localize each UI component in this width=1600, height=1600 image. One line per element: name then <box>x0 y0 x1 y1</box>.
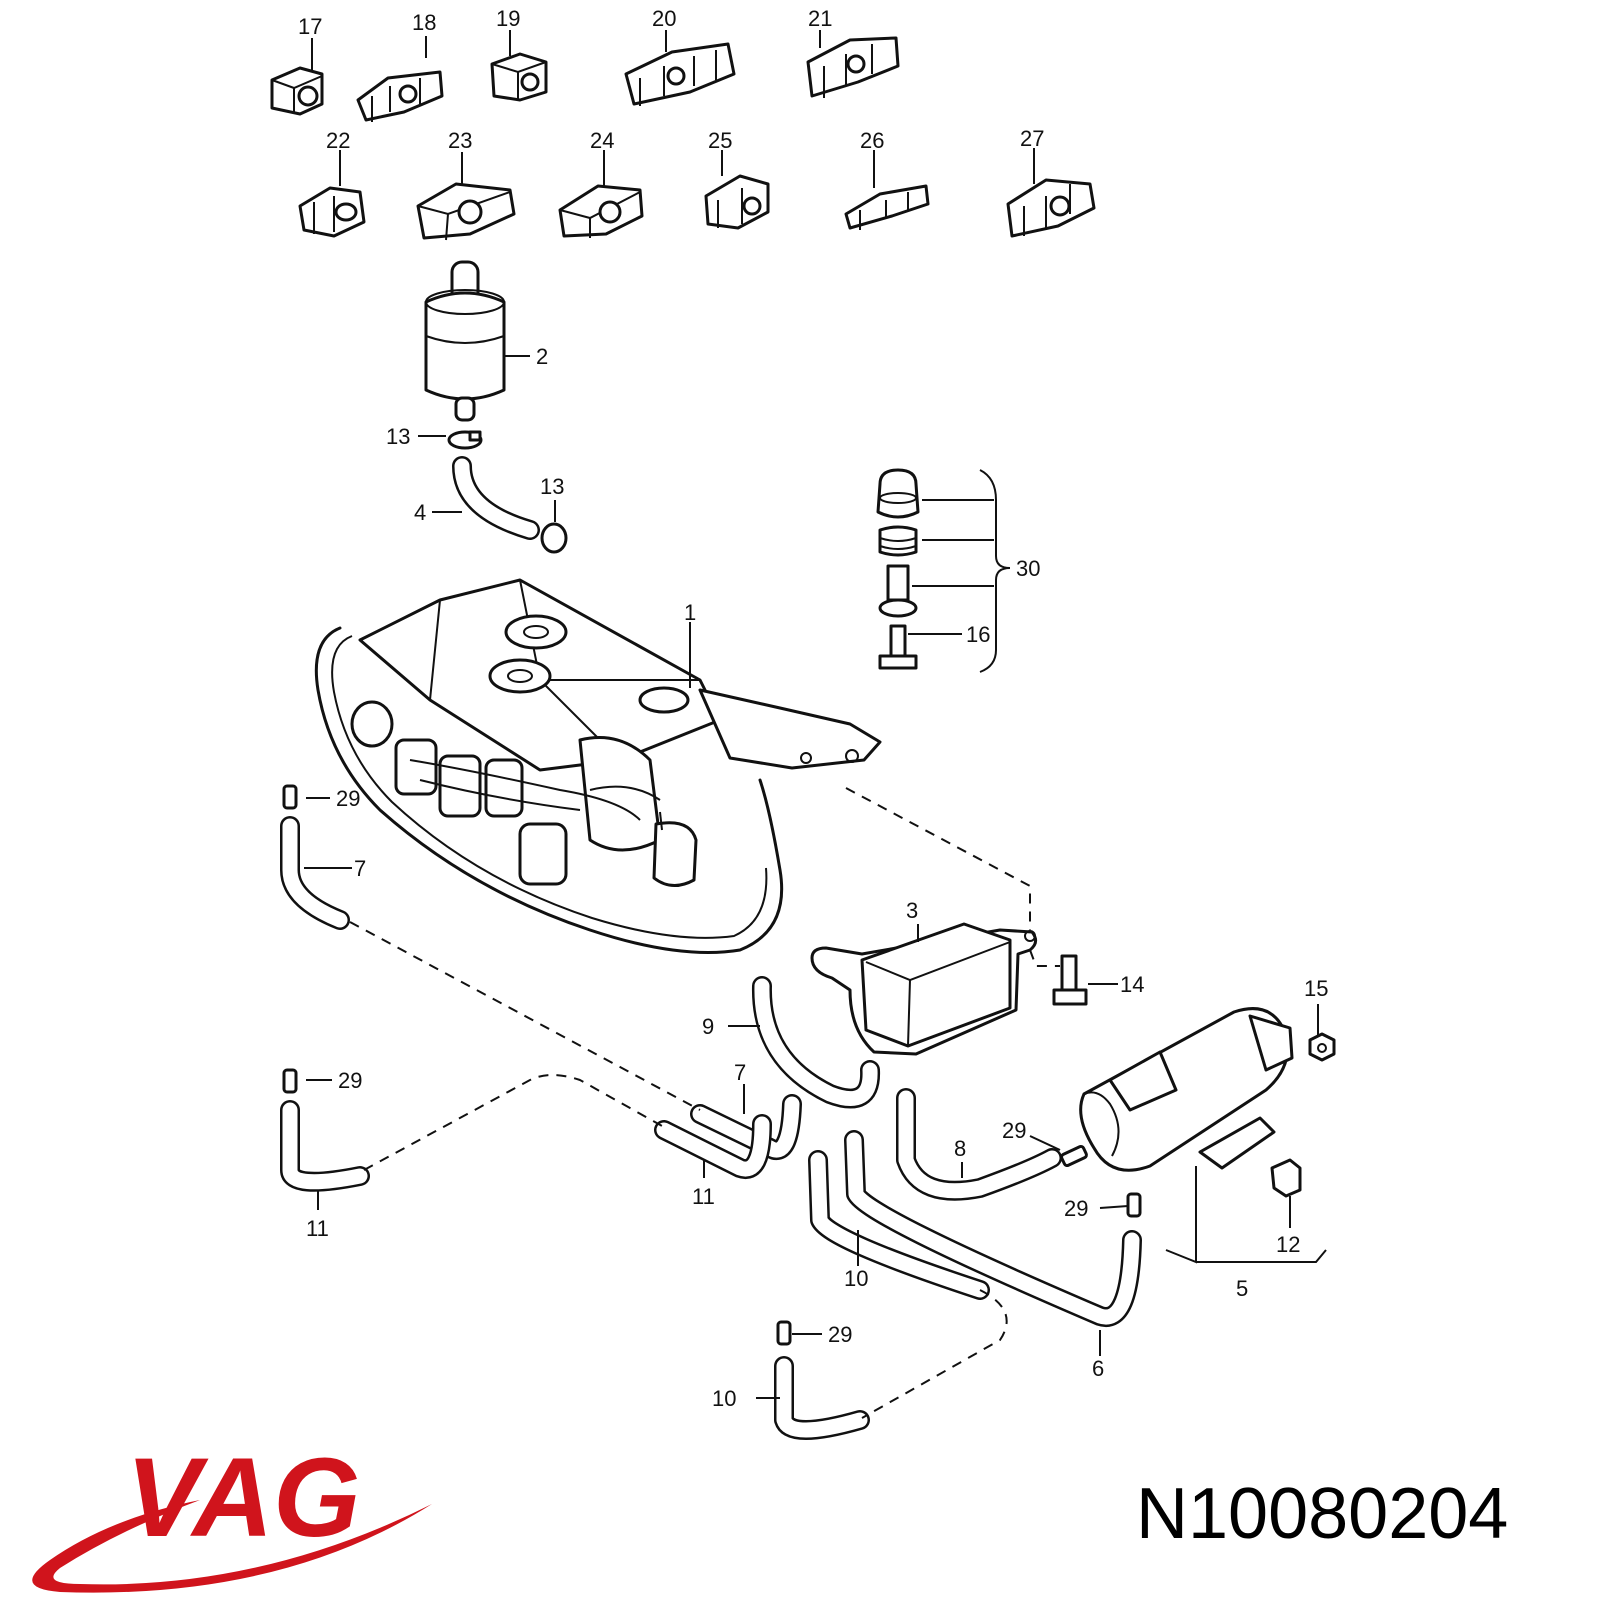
fitting-29-b <box>282 1068 298 1094</box>
callout-24: 24 <box>590 128 614 153</box>
nut-15 <box>1308 1032 1336 1062</box>
callout-25: 25 <box>708 128 732 153</box>
callout-22: 22 <box>326 128 350 153</box>
fitting-29-a <box>282 784 298 810</box>
callout-8: 8 <box>954 1136 966 1161</box>
dashed-link-7 <box>349 921 701 1111</box>
hose-11-right <box>654 1114 772 1179</box>
callout-2: 2 <box>536 344 548 369</box>
callout-11b: 11 <box>692 1184 715 1209</box>
callout-1: 1 <box>684 600 696 625</box>
callout-13a: 13 <box>386 424 410 449</box>
callout-23: 23 <box>448 128 472 153</box>
callout-29e: 29 <box>828 1322 852 1347</box>
callout-29c: 29 <box>1002 1118 1026 1143</box>
clip-19 <box>490 52 548 102</box>
clamp-13-bottom <box>540 522 568 554</box>
hose-7-lower <box>690 1094 802 1160</box>
filter-2 <box>424 260 506 422</box>
hose-9 <box>751 976 881 1109</box>
bolt-14 <box>1052 954 1088 1006</box>
reservoir-5 <box>1079 1007 1294 1172</box>
callout-16: 16 <box>966 622 990 647</box>
kit-30 <box>876 468 920 618</box>
brand-name: VAG <box>126 1435 360 1560</box>
leader-lines <box>304 30 1327 1399</box>
callout-29b: 29 <box>338 1068 362 1093</box>
hose-8 <box>896 1088 1062 1201</box>
hose-7-upper <box>280 816 350 930</box>
bolt-16 <box>878 624 918 670</box>
callout-18: 18 <box>412 10 436 35</box>
clip-27 <box>1006 178 1096 238</box>
callout-6: 6 <box>1092 1356 1104 1381</box>
callout-labels: 1 2 3 4 5 6 7 7 8 9 10 10 11 11 12 13 13… <box>298 6 1328 1411</box>
callout-27: 27 <box>1020 126 1044 151</box>
clip-21 <box>806 36 900 98</box>
part-number: N10080204 <box>1136 1474 1508 1554</box>
dashed-link-bracket-3 <box>845 787 1031 930</box>
callout-10b: 10 <box>712 1386 736 1411</box>
callout-14: 14 <box>1120 972 1144 997</box>
brace-30 <box>979 469 1011 673</box>
callout-10a: 10 <box>844 1266 868 1291</box>
clip-22 <box>298 186 366 238</box>
vag-logo-swoosh <box>32 1500 432 1593</box>
compressor-assembly-1 <box>314 578 882 954</box>
fitting-29-c <box>1060 1144 1088 1168</box>
dashed-link-3-14 <box>1029 949 1060 967</box>
callout-11a: 11 <box>306 1216 329 1241</box>
callout-7b: 7 <box>734 1060 746 1085</box>
hose-6 <box>844 1130 1142 1327</box>
callout-29a: 29 <box>336 786 360 811</box>
callout-9: 9 <box>702 1014 714 1039</box>
clip-18 <box>356 70 444 122</box>
callout-20: 20 <box>652 6 676 31</box>
hose-4 <box>452 456 540 540</box>
hose-10-lower <box>774 1356 870 1440</box>
callout-5: 5 <box>1236 1276 1248 1301</box>
callout-19: 19 <box>496 6 520 31</box>
callout-26: 26 <box>860 128 884 153</box>
vag-logo: VAG <box>32 1435 432 1593</box>
dashed-link-11 <box>363 1074 663 1171</box>
clip-12 <box>1270 1158 1302 1198</box>
clip-20 <box>624 42 736 106</box>
dashed-link-10 <box>861 1289 1008 1419</box>
clip-17 <box>270 66 324 116</box>
callout-7a: 7 <box>354 856 366 881</box>
callout-21: 21 <box>808 6 832 31</box>
clip-24 <box>558 184 644 238</box>
clip-25 <box>704 174 770 230</box>
fitting-29-e <box>776 1320 792 1346</box>
fitting-29-d <box>1126 1192 1142 1218</box>
callout-17: 17 <box>298 14 322 39</box>
callout-4: 4 <box>414 500 426 525</box>
callout-13b: 13 <box>540 474 564 499</box>
callout-3: 3 <box>906 898 918 923</box>
callout-15: 15 <box>1304 976 1328 1001</box>
callout-12: 12 <box>1276 1232 1300 1257</box>
clip-26 <box>844 184 930 230</box>
clip-23 <box>416 182 516 241</box>
callout-30: 30 <box>1016 556 1040 581</box>
callout-29d: 29 <box>1064 1196 1088 1221</box>
hose-11-left <box>280 1100 370 1192</box>
clamp-13-top <box>447 430 483 450</box>
relay-box-3 <box>810 922 1037 1056</box>
